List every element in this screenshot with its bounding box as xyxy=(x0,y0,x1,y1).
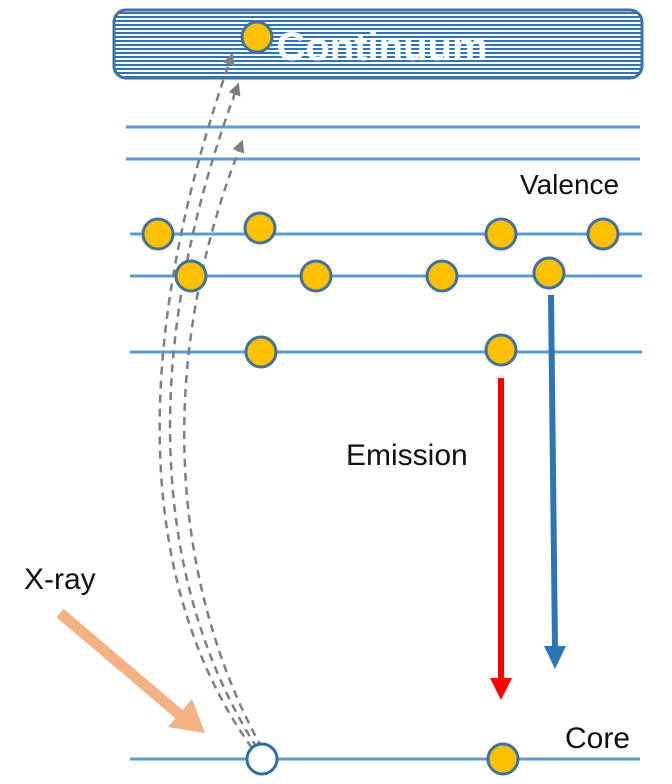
excitation-path xyxy=(183,139,264,749)
excitation-path xyxy=(168,82,259,749)
electron xyxy=(484,217,518,251)
electrons xyxy=(141,20,620,776)
electron xyxy=(174,259,208,293)
xray-label: X-ray xyxy=(24,563,96,596)
electron xyxy=(244,335,278,369)
continuum-band: Continuum xyxy=(112,8,644,80)
electron xyxy=(586,217,620,251)
electron xyxy=(484,333,518,367)
electron-continuum xyxy=(240,20,274,54)
emission-label: Emission xyxy=(346,439,468,472)
electron xyxy=(243,211,277,245)
excitation-paths xyxy=(158,52,264,749)
electron-core xyxy=(486,742,520,776)
excitation-path xyxy=(158,52,254,749)
xray-arrow xyxy=(56,608,205,733)
core-label: Core xyxy=(565,722,630,755)
electron xyxy=(425,259,459,293)
electron xyxy=(299,259,333,293)
electron xyxy=(532,256,566,290)
core-hole xyxy=(245,742,279,776)
valence-label: Valence xyxy=(520,169,619,200)
electron xyxy=(141,217,175,251)
continuum-label: Continuum xyxy=(276,25,487,69)
emission-arrow-red xyxy=(490,378,512,700)
emission-arrow-blue xyxy=(544,294,566,669)
